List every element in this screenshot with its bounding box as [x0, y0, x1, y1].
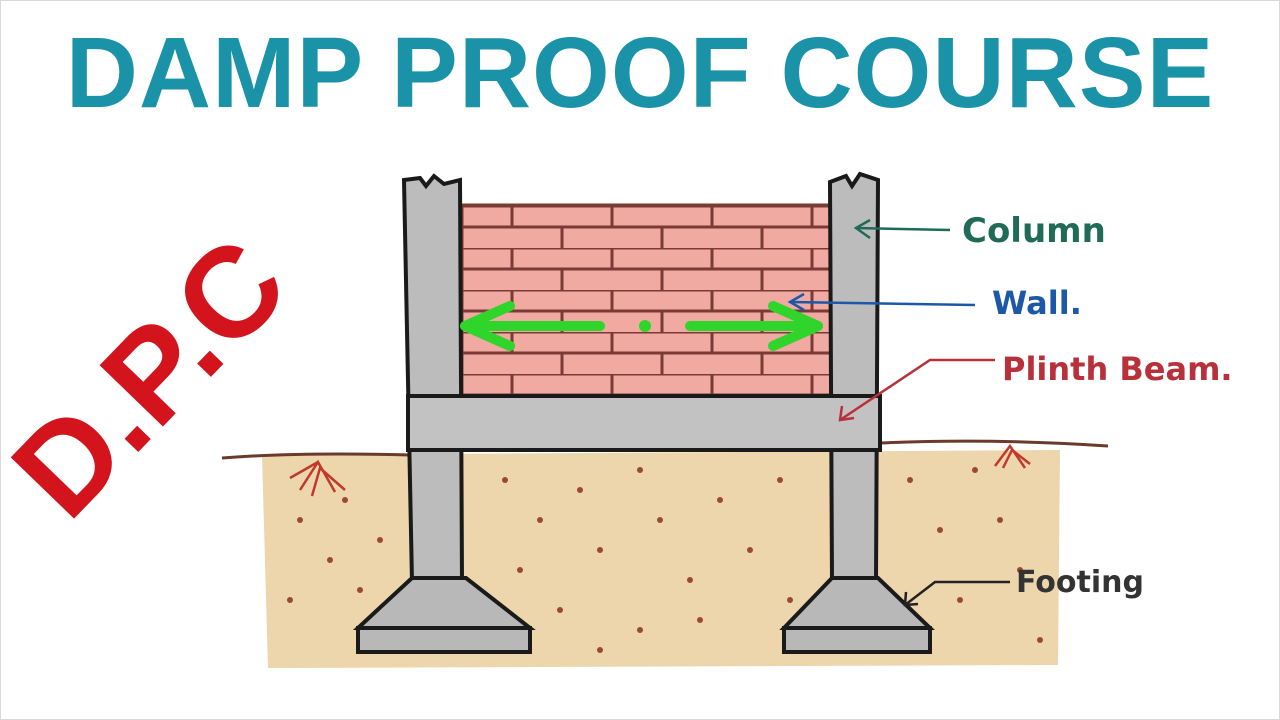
column-label: Column [962, 211, 1106, 251]
right-column [830, 174, 878, 582]
plinth-beam-label: Plinth Beam. [1002, 350, 1233, 388]
footing-label: Footing [1016, 565, 1144, 600]
left-column [404, 176, 462, 582]
plinth-beam [408, 396, 880, 450]
wall-label: Wall. [992, 284, 1082, 322]
soil-region [222, 441, 1108, 668]
